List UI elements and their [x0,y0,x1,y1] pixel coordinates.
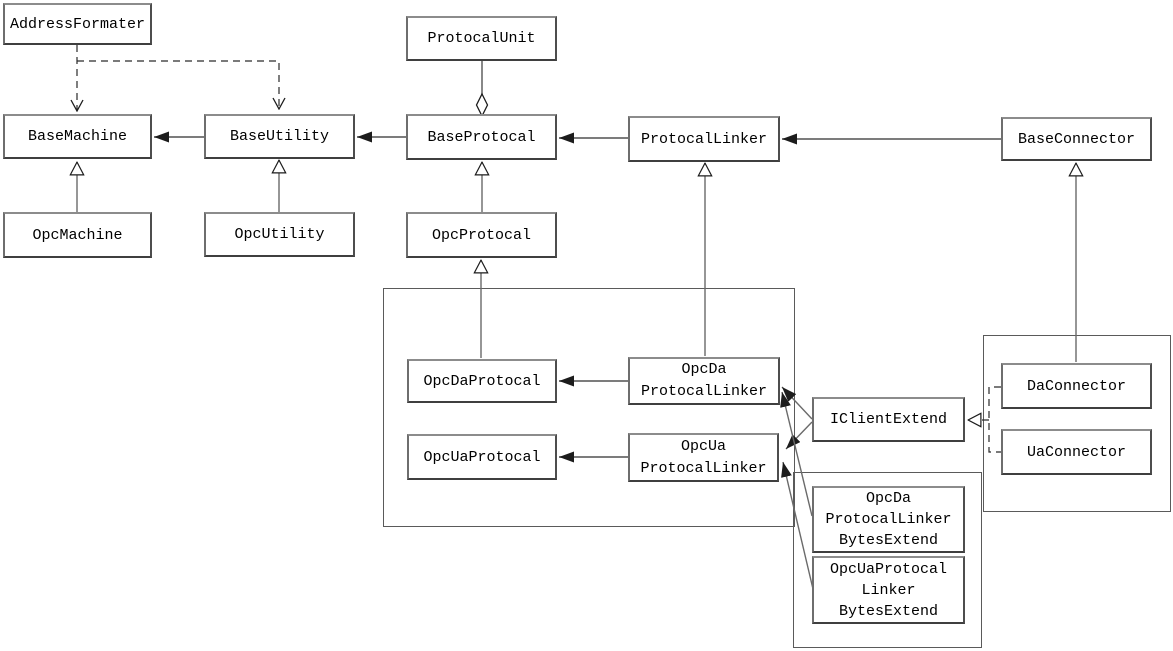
class-opcdaprotocallinkerbytesextend: OpcDa ProtocalLinker BytesExtend [812,486,965,553]
class-uaconnector: UaConnector [1001,429,1152,475]
class-addressformater: AddressFormater [3,3,152,45]
class-opcdaprotocallinker: OpcDa ProtocalLinker [628,357,780,405]
edge-connectors-iclientextend-realization-trunk [988,386,1001,453]
edge-addressformater-baseutility-dependency [77,60,279,109]
class-opcutility: OpcUtility [204,212,355,257]
group-bytes-extend [793,472,982,648]
edge-opcuabytesextend-opcuaprotocallinker-association [781,461,814,590]
class-baseconnector: BaseConnector [1001,117,1152,161]
group-connector [983,335,1171,512]
edge-iclientextend-opcuaprotocallinker-association [785,421,813,450]
class-iclientextend: IClientExtend [812,397,965,442]
class-opcmachine: OpcMachine [3,212,152,258]
aggregation-diamond-icon [475,92,489,118]
class-opcuaprotocal: OpcUaProtocal [407,434,557,480]
class-opcdaprotocal: OpcDaProtocal [407,359,557,403]
class-protocallinker: ProtocalLinker [628,116,780,162]
class-baseutility: BaseUtility [204,114,355,159]
class-opcprotocal: OpcProtocal [406,212,557,258]
edge-opcdabytesextend-opcdaprotocallinker-association [780,391,813,517]
group-opc-protocal [383,288,795,527]
class-daconnector: DaConnector [1001,363,1152,409]
class-protocalunit: ProtocalUnit [406,16,557,61]
class-baseprotocal: BaseProtocal [406,114,557,160]
class-basemachine: BaseMachine [3,114,152,159]
class-opcuaprotocallinkerbytesextend: OpcUaProtocal Linker BytesExtend [812,556,965,624]
class-opcuaprotocallinker: OpcUa ProtocalLinker [628,433,779,482]
edge-iclientextend-opcdaprotocallinker-association [781,386,813,420]
